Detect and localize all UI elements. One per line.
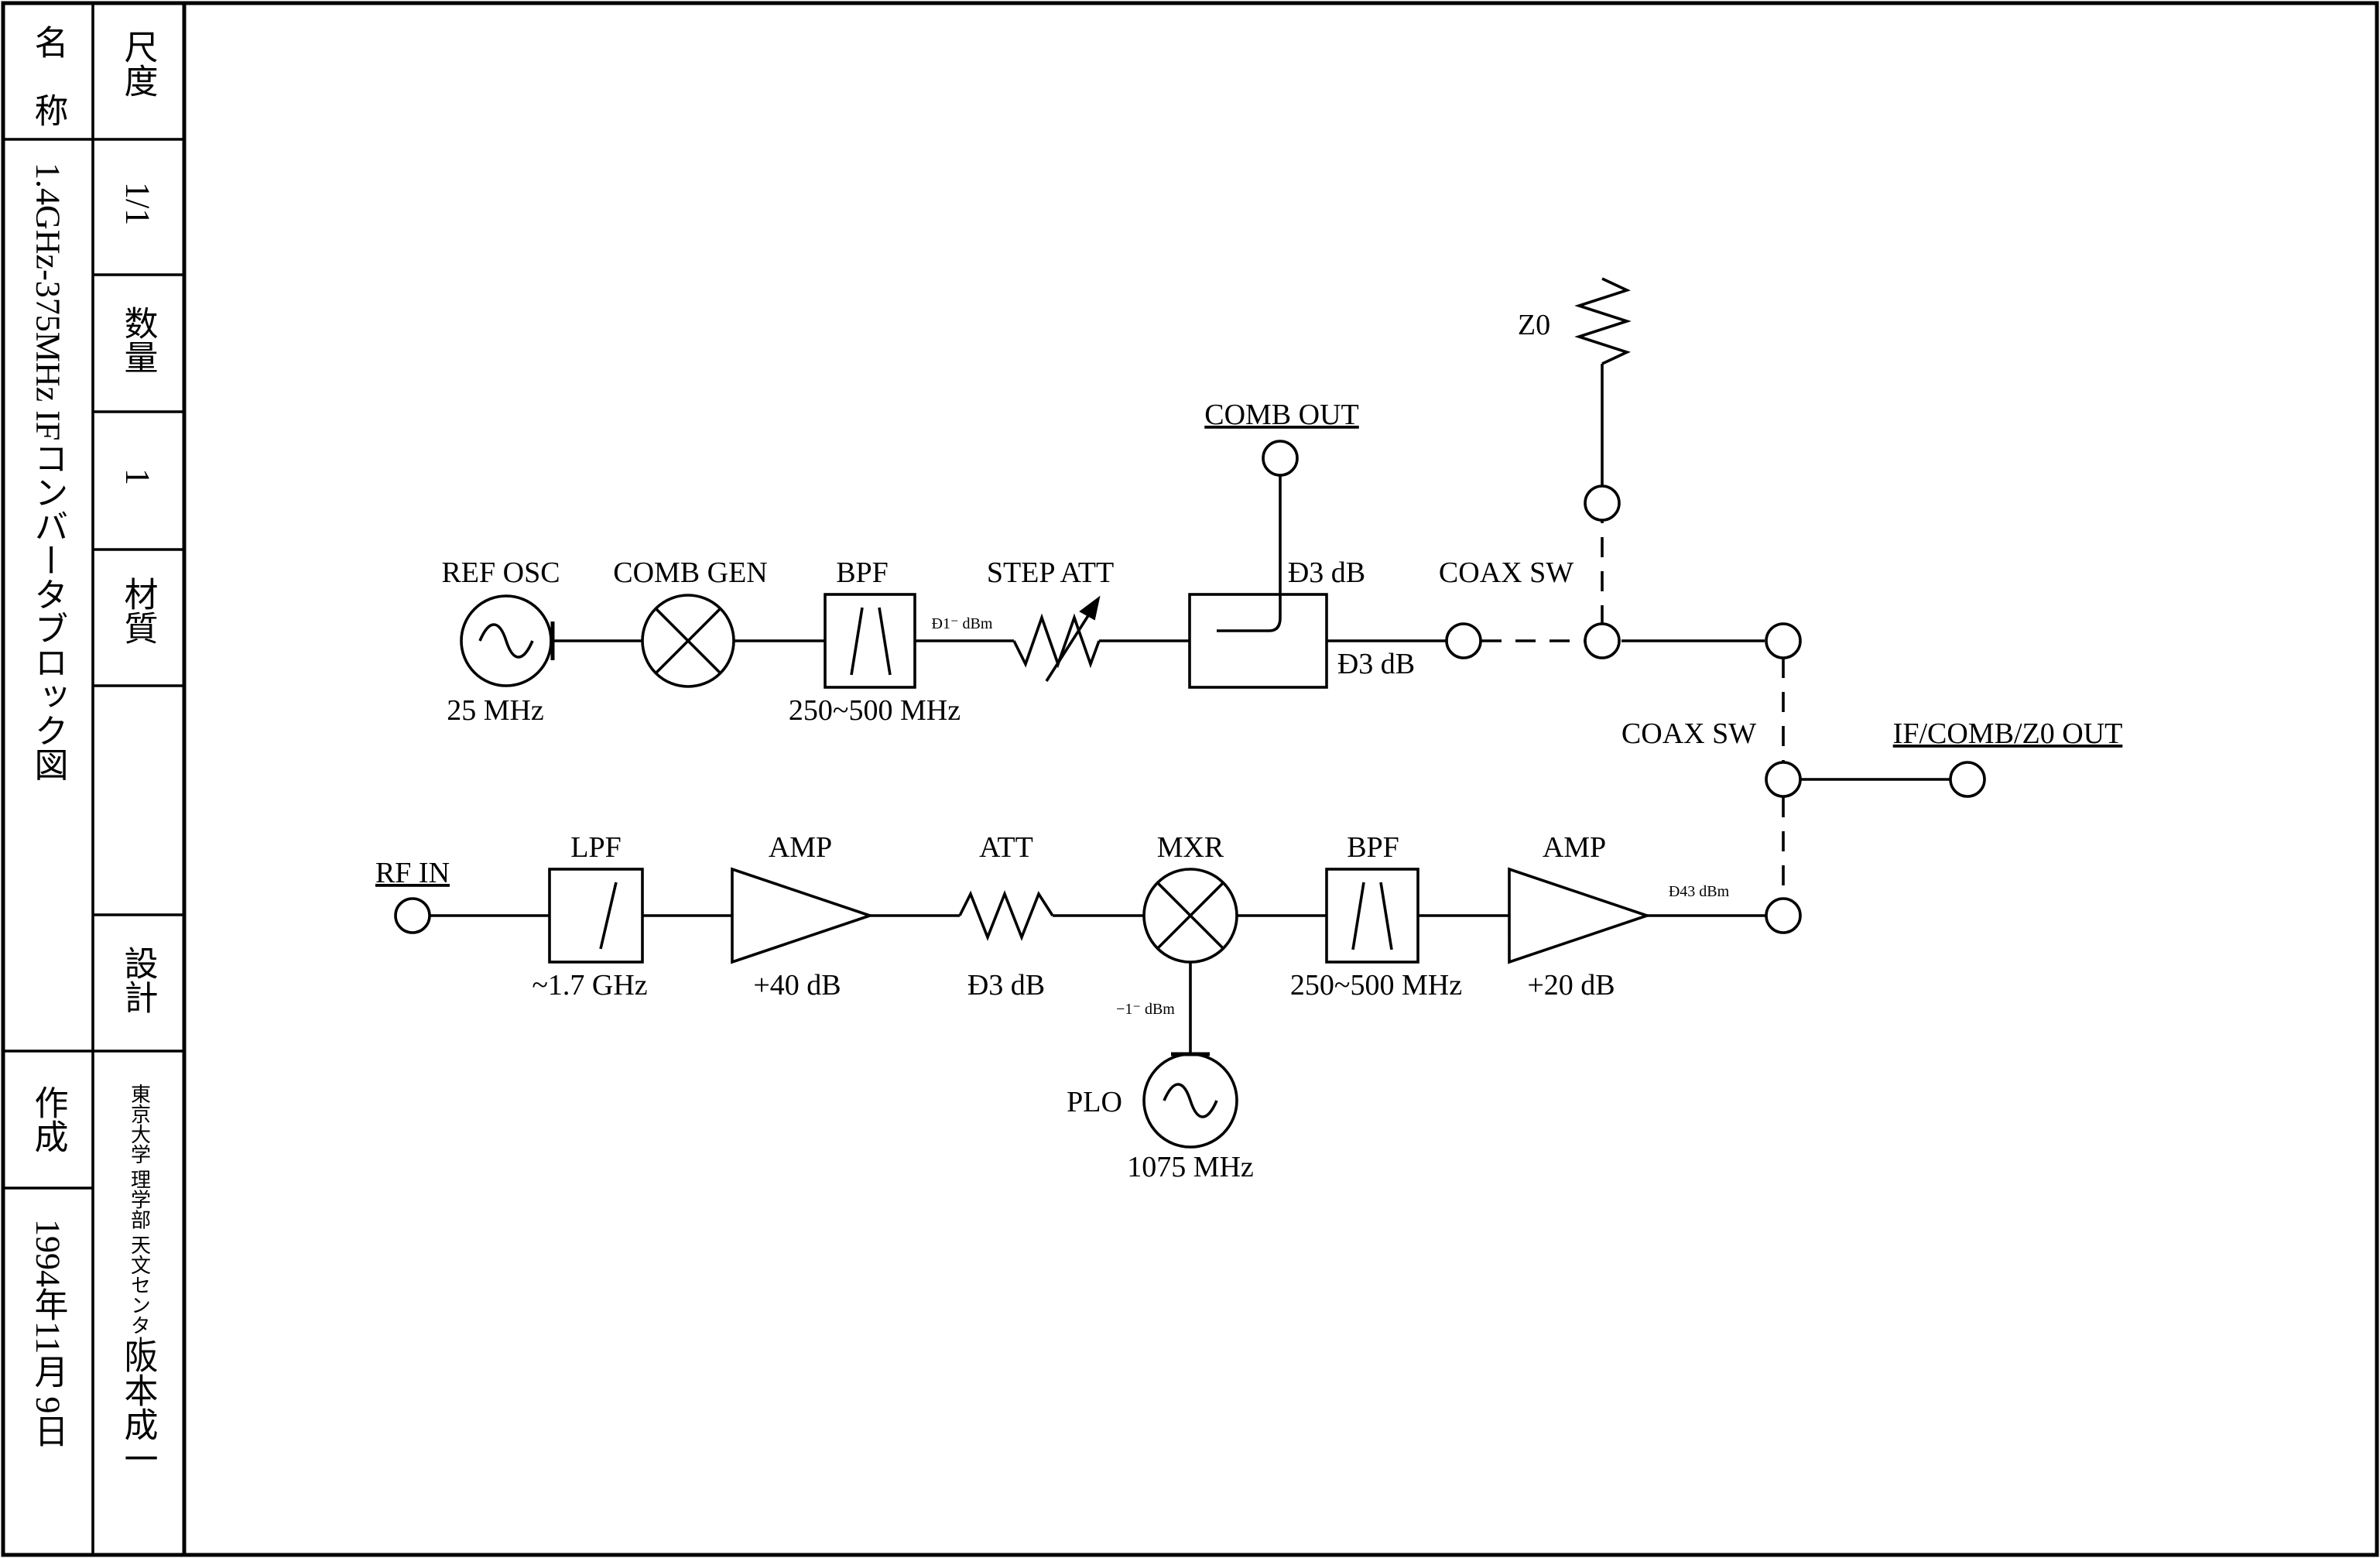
ref-osc-label: REF OSC	[441, 556, 560, 589]
coax-sw-top-port-a[interactable]	[1445, 622, 1482, 659]
quantity-value: 1	[119, 468, 157, 485]
rf-in-terminal[interactable]	[394, 897, 431, 934]
bpf-top-band: 250~500 MHz	[789, 694, 961, 727]
coupler-through-loss: Ð3 dB	[1337, 648, 1415, 680]
bottom-chain-wiring	[430, 914, 1766, 1054]
amp1-symbol	[731, 867, 875, 964]
lpf-cutoff: ~1.7 GHz	[532, 969, 647, 1002]
date-value: 1994年11月 9日	[29, 1219, 68, 1447]
coax-sw-out-label: COAX SW	[1621, 717, 1756, 750]
lpf-label: LPF	[570, 831, 621, 864]
coax-sw-top-common[interactable]	[1584, 622, 1621, 659]
amp1-label: AMP	[769, 831, 832, 864]
plo-freq: 1075 MHz	[1127, 1151, 1254, 1183]
quantity-label: 数量	[119, 306, 158, 374]
plo-label: PLO	[1067, 1086, 1122, 1118]
bpf-top-symbol	[824, 593, 916, 689]
drawing-title: 1.4GHz-375MHz IFコンバータブロック図	[29, 163, 67, 781]
bpf-top-label: BPF	[836, 556, 889, 589]
scale-label: 尺度	[119, 29, 158, 98]
comb-gen-label: COMB GEN	[613, 556, 768, 589]
coax-sw-out-common[interactable]	[1765, 761, 1802, 798]
att-symbol	[958, 890, 1054, 941]
design-label: 設計	[119, 946, 157, 1014]
ref-osc-symbol	[460, 594, 555, 687]
coax-sw-top-port-b[interactable]	[1584, 485, 1621, 522]
rf-in-label: RF IN	[375, 857, 450, 889]
z0-label: Z0	[1518, 309, 1550, 341]
bpf-bottom-label: BPF	[1347, 831, 1399, 864]
lpf-symbol	[548, 868, 644, 964]
amp1-gain: +40 dB	[753, 969, 841, 1002]
designer-name: 阪本成一	[119, 1339, 158, 1475]
mixer-symbol	[1142, 868, 1238, 964]
output-level: Ð43 dBm	[1669, 883, 1730, 900]
coax-sw-top-label: COAX SW	[1439, 556, 1574, 589]
lo-level: −1⁻ dBm	[1116, 1001, 1175, 1018]
if-out-terminal[interactable]	[1949, 761, 1986, 798]
att-value: Ð3 dB	[967, 969, 1045, 1002]
amp2-label: AMP	[1543, 831, 1606, 864]
plo-symbol	[1142, 1052, 1238, 1149]
z0-termination-symbol	[1574, 277, 1632, 365]
ref-osc-freq: 25 MHz	[447, 694, 544, 727]
coax-sw-out-symbol	[1782, 658, 1950, 898]
name-label: 名 称	[29, 25, 68, 127]
if-out-label: IF/COMB/Z0 OUT	[1893, 717, 2123, 750]
bpf-bottom-symbol	[1325, 868, 1419, 964]
top-chain-wiring	[553, 364, 1765, 642]
comb-out-terminal[interactable]	[1262, 440, 1299, 477]
bpf-bottom-band: 250~500 MHz	[1290, 969, 1462, 1002]
step-att-symbol	[1012, 595, 1101, 682]
mixer-label: MXR	[1157, 831, 1224, 864]
material-label: 材質	[119, 577, 158, 645]
organization: 東京大学 理学部 天文センター	[128, 1084, 151, 1355]
amp2-gain: +20 dB	[1527, 969, 1615, 1002]
coax-sw-out-port-a[interactable]	[1765, 622, 1802, 659]
coax-sw-top-symbol	[1481, 503, 1604, 642]
coupler-symbol	[1188, 593, 1328, 689]
att-label: ATT	[979, 831, 1033, 864]
scale-value: 1/1	[119, 182, 157, 225]
coax-sw-out-port-b[interactable]	[1765, 897, 1802, 934]
step-att-label: STEP ATT	[987, 556, 1114, 589]
amp2-symbol	[1508, 867, 1652, 964]
bpf-top-level: Ð1⁻ dBm	[932, 615, 993, 632]
comb-gen-symbol	[641, 594, 735, 688]
creation-label: 作成	[29, 1085, 68, 1153]
coupler-coupled-loss: Ð3 dB	[1288, 556, 1365, 589]
comb-out-label: COMB OUT	[1204, 399, 1359, 431]
